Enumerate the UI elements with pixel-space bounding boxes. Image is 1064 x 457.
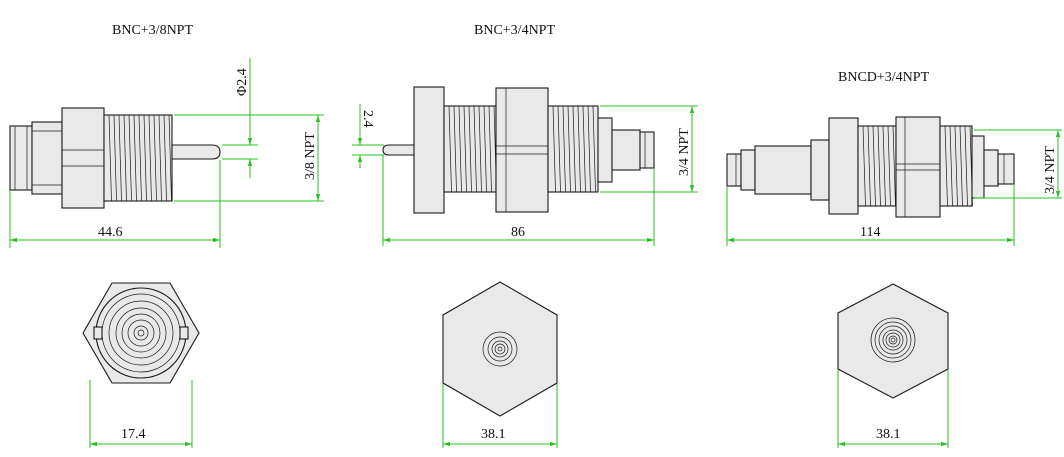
thread-line — [592, 105, 596, 193]
thread-line — [113, 114, 117, 202]
drawing-2-pin-dim: 2.4 — [360, 110, 375, 128]
thread-line — [582, 105, 586, 193]
drawing-2-side-view — [382, 86, 655, 214]
thread-line — [872, 125, 876, 207]
thread-line — [557, 105, 561, 193]
drawing-2-title: BNC+3/4NPT — [474, 23, 555, 38]
thread-line — [577, 105, 581, 193]
drawing-2-face-dimension: 38.1 — [442, 384, 558, 448]
thread-line — [478, 105, 482, 193]
drawing-2-thread-lines-left — [448, 105, 497, 193]
thread-line — [483, 105, 487, 193]
thread-line — [153, 114, 157, 202]
drawing-1-pin-dim: Φ2.4 — [235, 68, 250, 96]
thread-line — [133, 114, 137, 202]
drawing-2-front-view — [442, 281, 558, 417]
thread-line — [959, 125, 963, 207]
thread-line — [862, 125, 866, 207]
thread-line — [118, 114, 122, 202]
drawing-2-thread-lines-right — [552, 105, 596, 193]
thread-line — [468, 105, 472, 193]
thread-line — [463, 105, 467, 193]
drawing-3-face-dimension: 38.1 — [837, 370, 949, 448]
thread-line — [163, 114, 167, 202]
drawing-3-thread-dim: 3/4 NPT — [1043, 146, 1058, 194]
thread-line — [877, 125, 881, 207]
drawing-2-dimensions: 2.4 86 3/4 NPT — [352, 104, 698, 246]
thread-line — [572, 105, 576, 193]
thread-line — [158, 114, 162, 202]
thread-line — [128, 114, 132, 202]
drawing-2-face-dim: 38.1 — [481, 427, 506, 442]
thread-line — [954, 125, 958, 207]
thread-line — [562, 105, 566, 193]
drawing-3-thread-lines-left — [862, 125, 896, 207]
thread-line — [458, 105, 462, 193]
thread-line — [123, 114, 127, 202]
thread-line — [148, 114, 152, 202]
thread-line — [488, 105, 492, 193]
thread-line — [108, 114, 112, 202]
thread-line — [473, 105, 477, 193]
drawing-1-front-view — [82, 282, 200, 384]
thread-line — [168, 114, 172, 202]
drawing-1-thread-lines — [108, 114, 172, 202]
thread-line — [552, 105, 556, 193]
thread-line — [944, 125, 948, 207]
thread-line — [448, 105, 452, 193]
drawing-2-thread-dim: 3/4 NPT — [677, 128, 692, 176]
drawing-1-length-dim: 44.6 — [98, 225, 123, 240]
thread-line — [587, 105, 591, 193]
drawing-3-length-dim: 114 — [860, 225, 880, 240]
thread-line — [964, 125, 968, 207]
thread-line — [567, 105, 571, 193]
thread-line — [867, 125, 871, 207]
drawing-1-thread-dim: 3/8 NPT — [303, 132, 318, 180]
thread-line — [138, 114, 142, 202]
drawing-2-length-dim: 86 — [511, 225, 525, 240]
drawing-3-front-view — [837, 283, 949, 399]
drawing-1-dimensions: 44.6 Φ2.4 3/8 NPT — [9, 58, 324, 248]
thread-line — [892, 125, 896, 207]
drawing-1-side-view — [9, 107, 221, 209]
thread-line — [887, 125, 891, 207]
drawing-3-face-dim: 38.1 — [876, 427, 901, 442]
drawing-3-side-view — [726, 116, 1015, 218]
drawing-1-face-dimension: 17.4 — [89, 380, 193, 448]
drawing-3-title: BNCD+3/4NPT — [838, 70, 930, 85]
drawing-3-dimensions: 114 3/4 NPT — [726, 129, 1062, 246]
thread-line — [882, 125, 886, 207]
drawing-1-title: BNC+3/8NPT — [112, 23, 193, 38]
thread-line — [949, 125, 953, 207]
thread-line — [143, 114, 147, 202]
thread-line — [453, 105, 457, 193]
drawing-1-face-dim: 17.4 — [121, 427, 146, 442]
